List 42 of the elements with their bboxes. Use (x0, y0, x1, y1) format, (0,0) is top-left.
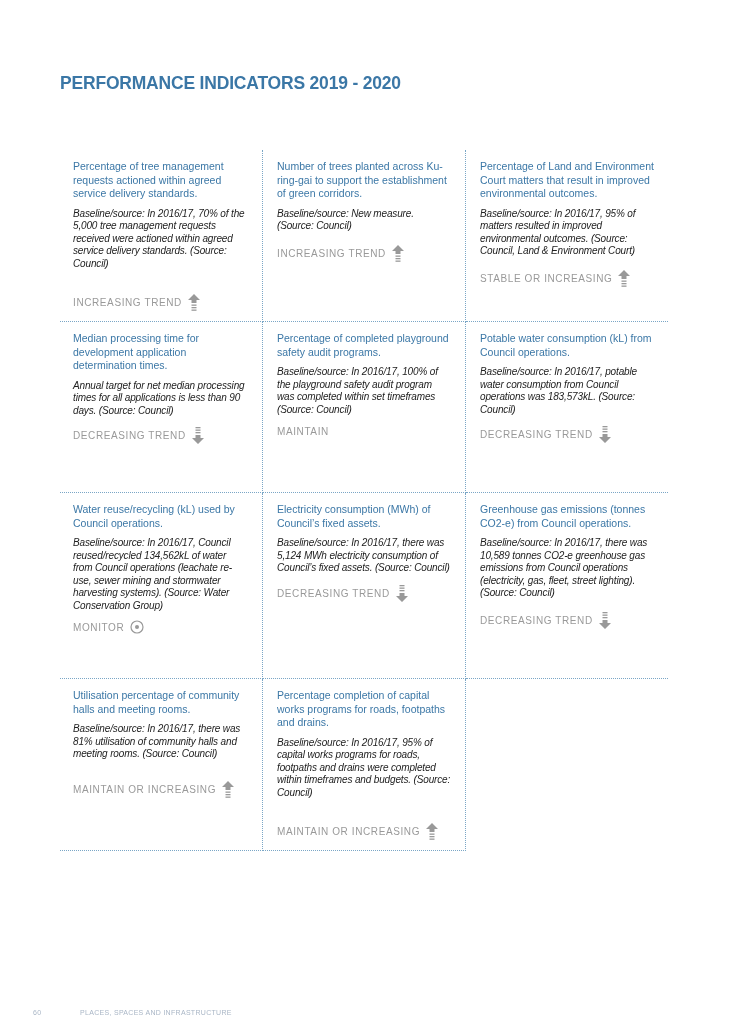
trend-label: MAINTAIN (277, 426, 329, 437)
indicator-card (60, 322, 263, 493)
indicator-heading: Percentage of completed playground safety audit programs. (277, 332, 450, 359)
indicator-card (263, 322, 466, 493)
indicator-card (263, 493, 466, 679)
indicator-heading: Greenhouse gas emissions (tonnes CO2-e) from Council operations. (480, 503, 647, 530)
indicator-card (263, 679, 466, 851)
trend-label: MAINTAIN OR INCREASING (73, 783, 217, 795)
trend-label: MONITOR (73, 621, 125, 633)
indicator-heading: Number of trees planted across Ku-ring-gai to support the establishment of green corridors. (277, 160, 448, 201)
indicator-heading: Utilisation percentage of community halls and meeting rooms. (73, 689, 241, 716)
baseline-text: Baseline/source: In 2016/17, there was 5,124 MWh electricity consumption of Council’s fixed assets. (Source: Council) (277, 537, 451, 575)
indicator-heading: Percentage completion of capital works programs for roads, footpaths and drains. (277, 689, 447, 730)
indicator-heading: Median processing time for development application determination times. (73, 332, 201, 373)
trend-label: DECREASING TREND (480, 614, 593, 626)
baseline-text: Baseline/source: In 2016/17, 95% of matters resulted in improved environmental outcomes. (Source: Council, Land & Environment Court) (480, 207, 638, 258)
baseline-text: Baseline/source: In 2016/17, there was 10,589 tonnes CO2-e greenhouse gas emissions from Council operations (electricity, gas, fleet, street lighting). (Source: Council) (480, 537, 649, 600)
baseline-text: Baseline/source: In 2016/17, 95% of capital works programs for roads, footpaths and drains were completed within timeframes and budgets. (Source: Council) (277, 736, 451, 799)
trend-label: DECREASING TREND (73, 430, 186, 441)
trend-label: MAINTAIN OR INCREASING (277, 826, 421, 837)
indicator-heading: Percentage of tree management requests actioned within agreed service delivery standards. (73, 160, 225, 201)
indicator-card (60, 679, 263, 851)
baseline-text: Annual target for net median processing times for all applications is less than 90 days. (Source: Council) (73, 379, 246, 417)
baseline-text: Baseline/source: In 2016/17, there was 81% utilisation of community halls and meeting rooms. (Source: Council) (73, 723, 242, 761)
baseline-text: Baseline/source: In 2016/17, 70% of the 5,000 tree management requests received were actioned within agreed service delivery standards. (Source: Council) (73, 207, 246, 270)
indicator-heading: Electricity consumption (MWh) of Council’s fixed assets. (277, 503, 432, 530)
trend-label: INCREASING TREND (277, 247, 386, 259)
baseline-text: Baseline/source: In 2016/17, potable water consumption from Council operations was 183,573kL. (Source: Council) (480, 366, 638, 416)
indicator-card (60, 150, 263, 322)
trend-label: DECREASING TREND (480, 429, 593, 440)
baseline-text: Baseline/source: In 2016/17, Council reused/recycled 134,562kL of water from Council operations (leachate re-use, sewer mining and stormwater harvesting systems). (Source: Water Conservation Group) (73, 537, 233, 612)
trend-label: INCREASING TREND (73, 297, 182, 308)
indicator-heading: Water reuse/recycling (kL) used by Council operations. (73, 503, 236, 530)
trend-label: STABLE OR INCREASING (480, 272, 613, 284)
page-title: PERFORMANCE INDICATORS 2019 - 2020 (60, 72, 401, 94)
indicator-card (60, 493, 263, 679)
indicator-card (263, 150, 466, 322)
trend-label: DECREASING TREND (277, 587, 390, 599)
indicator-heading: Potable water consumption (kL) from Council operations. (480, 332, 653, 359)
baseline-text: Baseline/source: New measure. (Source: Council) (277, 207, 415, 233)
indicator-heading: Percentage of Land and Environment Court matters that result in improved environmental outcomes. (480, 160, 654, 201)
baseline-text: Baseline/source: In 2016/17, 100% of the playground safety audit program was completed within set timeframes (Source: Council) (277, 366, 440, 416)
